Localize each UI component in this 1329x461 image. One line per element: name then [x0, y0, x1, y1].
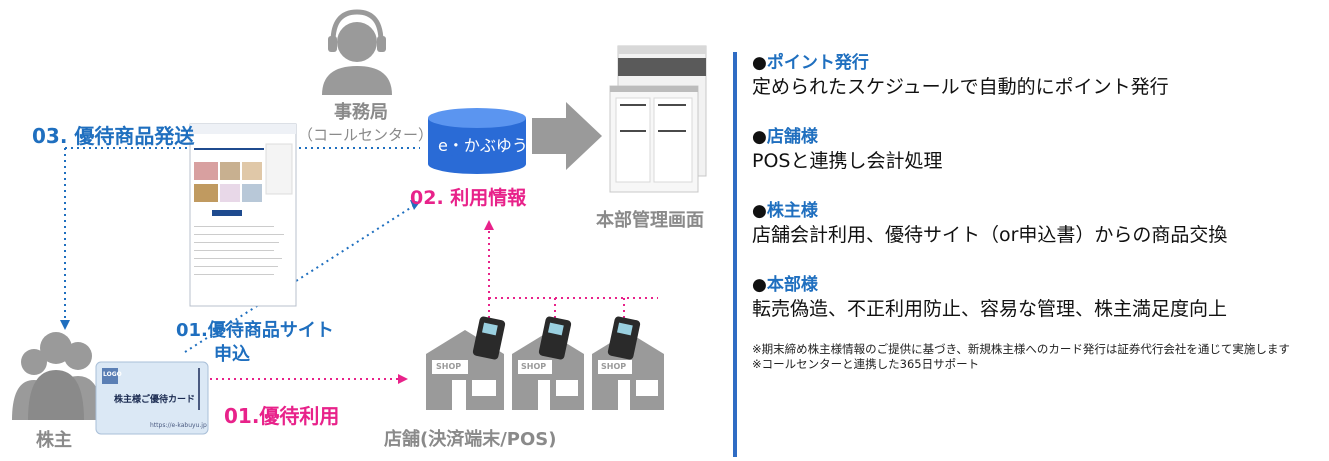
database-icon [428, 108, 526, 174]
payment-terminal-icons [472, 316, 641, 360]
call-center-label: （コールセンター） [298, 126, 434, 144]
feature-desc: 店舗会計利用、優待サイト（or申込書）からの商品交換 [752, 224, 1228, 246]
shareholders-icon [12, 332, 102, 420]
feature-title: ●株主様 [752, 200, 1322, 222]
bullet-icon: ● [752, 127, 767, 147]
feature-desc: 定められたスケジュールで自動的にポイント発行 [752, 76, 1169, 98]
shareholder-card-graphic [95, 361, 209, 435]
big-arrow-icon [532, 102, 602, 170]
usage-info-arrowhead [484, 220, 494, 230]
feature-title: ●店舗様 [752, 126, 1322, 148]
feature-point-issue: ●ポイント発行 定められたスケジュールで自動的にポイント発行 [752, 52, 1322, 100]
flow-usage-info-label: 02. 利用情報 [410, 187, 527, 209]
flow-ship-label: 03. 優待商品発送 [32, 124, 195, 148]
divider [733, 52, 737, 457]
flow-diagram-graphics [12, 9, 707, 435]
card-title: 株主様ご優待カード [114, 395, 196, 405]
card-url: https://e-kabuyu.jp [150, 422, 207, 429]
shop-sign-1: SHOP [436, 362, 462, 371]
shareholder-label: 株主 [36, 430, 72, 451]
shop-sign-3: SHOP [601, 362, 627, 371]
notes: ※期末締め株主様情報のご提供に基づき、新規株主様へのカード発行は証券代行会社を通… [752, 342, 1322, 372]
site-screenshot [189, 123, 297, 307]
store-label: 店舗(決済端末/POS) [384, 429, 557, 450]
note-card-issue: ※期末締め株主様情報のご提供に基づき、新規株主様へのカード発行は証券代行会社を通… [752, 342, 1290, 356]
bullet-icon: ● [752, 53, 767, 73]
feature-headquarters: ●本部様 転売偽造、不正利用防止、容易な管理、株主満足度向上 [752, 274, 1322, 322]
usage-info-lines [488, 225, 658, 318]
operator-icon [322, 9, 392, 95]
flow-site-apply-label-1: 01.優待商品サイト [176, 320, 334, 341]
admin-screen-thumbnails [609, 45, 707, 193]
shop-sign-2: SHOP [521, 362, 547, 371]
flow-use-label: 01.優待利用 [224, 404, 340, 428]
bullet-icon: ● [752, 275, 767, 295]
use-arrowhead [398, 374, 408, 384]
feature-store: ●店舗様 POSと連携し会計処理 [752, 126, 1322, 174]
features-panel: ●ポイント発行 定められたスケジュールで自動的にポイント発行 ●店舗様 POSと… [752, 52, 1322, 372]
office-label: 事務局 [334, 102, 388, 123]
bullet-icon: ● [752, 201, 767, 221]
feature-title-text: 本部様 [766, 275, 818, 295]
feature-shareholder: ●株主様 店舗会計利用、優待サイト（or申込書）からの商品交換 [752, 200, 1322, 248]
feature-desc: 転売偽造、不正利用防止、容易な管理、株主満足度向上 [752, 298, 1228, 320]
feature-title-text: 店舗様 [766, 127, 818, 147]
feature-title-text: ポイント発行 [766, 53, 869, 73]
admin-screen-label: 本部管理画面 [596, 210, 704, 231]
feature-title: ●本部様 [752, 274, 1322, 296]
card-logo: LOGO [103, 371, 122, 378]
feature-title-text: 株主様 [766, 201, 818, 221]
site-apply-arrowhead [410, 200, 420, 210]
system-name: e・かぶゆう [438, 136, 528, 155]
feature-title: ●ポイント発行 [752, 52, 1322, 74]
flow-site-apply-label-2: 申込 [214, 344, 250, 365]
note-support: ※コールセンターと連携した365日サポート [752, 357, 980, 371]
ship-path-arrowhead [60, 320, 70, 330]
feature-desc: POSと連携し会計処理 [752, 150, 943, 172]
